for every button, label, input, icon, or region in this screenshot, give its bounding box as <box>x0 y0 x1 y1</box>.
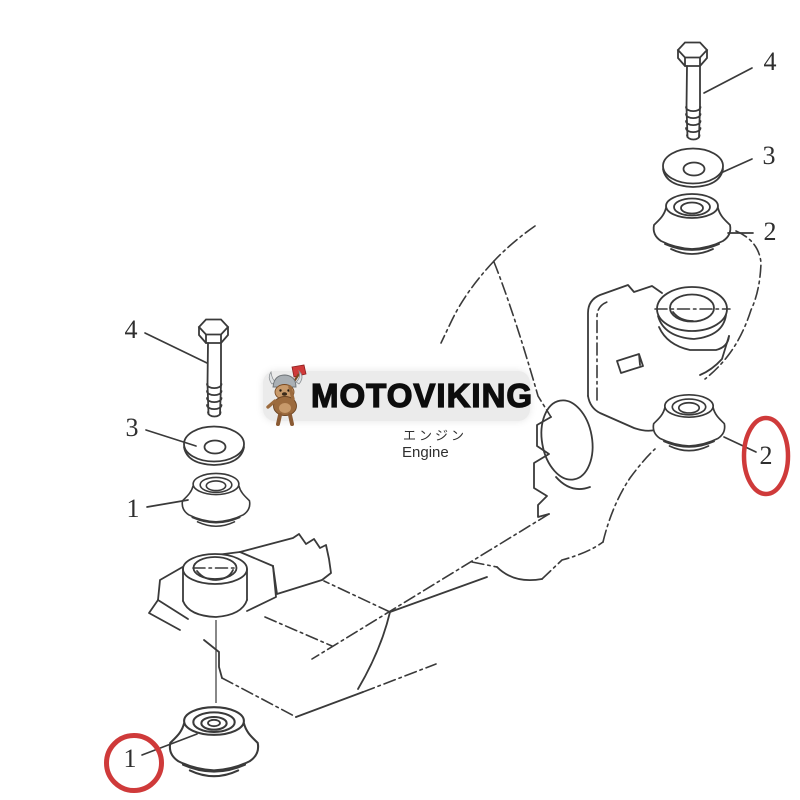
leader-right-3 <box>722 158 753 173</box>
leader-left-1 <box>146 499 189 508</box>
frame-bracket <box>148 533 488 718</box>
bracket-tab <box>616 353 644 374</box>
leader-mount-2 <box>723 436 757 453</box>
viking-helmet-icon <box>272 374 297 388</box>
red-highlight-circle-1 <box>104 733 164 793</box>
callout-left-1: 1 <box>126 494 140 523</box>
leader-right-4 <box>703 67 753 94</box>
mount-2-installed <box>652 394 726 452</box>
washer-right <box>662 147 724 188</box>
engine-stepped-edge <box>533 416 552 518</box>
leader-left-3 <box>145 429 197 447</box>
engine-outline <box>311 225 762 660</box>
mount-1-installed <box>168 706 260 778</box>
mount-left-column <box>181 472 251 528</box>
bolt-left <box>198 318 229 418</box>
mount-right-column <box>652 193 732 255</box>
bolt-right <box>677 41 708 141</box>
leader-left-4 <box>144 332 208 364</box>
callout-left-3: 3 <box>125 413 139 442</box>
callout-right-2: 2 <box>763 217 777 246</box>
red-highlight-ellipse-2 <box>741 415 791 497</box>
viking-mascot-icon <box>266 364 307 426</box>
leader-mount-1 <box>141 733 198 756</box>
brand-name: MOTOVIKING <box>310 376 534 414</box>
callout-right-4: 4 <box>763 47 777 76</box>
leader-lines <box>141 67 757 756</box>
callout-circled-2: 2 <box>759 441 773 470</box>
engine-oval-opening <box>540 399 594 481</box>
callout-right-3: 3 <box>762 141 776 170</box>
brand-badge: MOTOVIKING <box>263 364 534 426</box>
engine-label-japanese: エンジン <box>403 428 468 443</box>
engine-bracket <box>587 284 731 432</box>
callout-circled-1: 1 <box>123 744 137 773</box>
callout-left-4: 4 <box>124 315 138 344</box>
engine-label-english: Engine <box>402 444 449 461</box>
